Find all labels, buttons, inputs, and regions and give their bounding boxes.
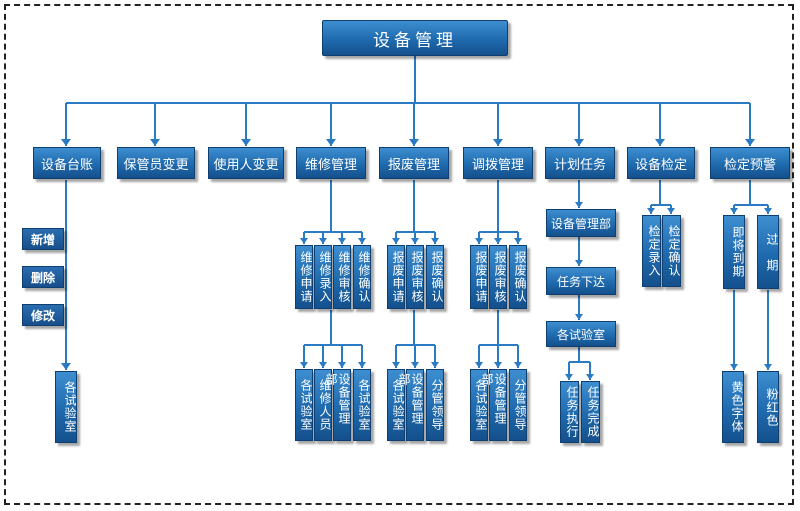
category-scrap: 报废管理 — [379, 147, 449, 179]
repair-step-4: 维修确认 — [353, 245, 371, 309]
category-verify: 设备检定 — [627, 147, 695, 179]
warning-overdue: 过 期 — [757, 215, 779, 289]
root-node: 设备管理 — [322, 20, 508, 56]
scrap-step-2: 报废审核 — [406, 245, 424, 309]
ledger-edit: 修改 — [22, 304, 64, 326]
category-custodian-change: 保管员变更 — [117, 147, 195, 179]
transfer-role-3: 分管领导 — [509, 369, 527, 441]
scrap-step-1: 报废申请 — [387, 245, 405, 309]
category-ledger: 设备台账 — [33, 147, 101, 179]
ledger-lab: 各试验室 — [55, 371, 77, 443]
repair-step-1: 维修申请 — [295, 245, 313, 309]
transfer-role-1: 各试验室 — [470, 369, 488, 441]
warning-pink: 粉红色 — [757, 371, 779, 443]
category-plan: 计划任务 — [545, 147, 615, 179]
category-repair: 维修管理 — [296, 147, 366, 179]
repair-role-3: 设备管理部 — [324, 369, 351, 441]
transfer-step-2: 报废审核 — [489, 245, 507, 309]
scrap-role-3: 分管领导 — [426, 369, 444, 441]
scrap-step-3: 报废确认 — [426, 245, 444, 309]
plan-assign: 任务下达 — [546, 267, 616, 295]
category-warning: 检定预警 — [710, 147, 790, 179]
plan-labs: 各试验室 — [546, 321, 616, 347]
verify-entry: 检定录入 — [642, 215, 661, 287]
transfer-step-1: 报废申请 — [470, 245, 488, 309]
transfer-step-3: 报废确认 — [509, 245, 527, 309]
repair-role-2: 维修人员 — [314, 369, 332, 441]
scrap-role-2: 设备管理部 — [397, 369, 424, 441]
repair-step-3: 维修审核 — [333, 245, 351, 309]
dashed-frame — [4, 4, 794, 505]
transfer-role-2: 设备管理部 — [480, 369, 507, 441]
plan-equipment-dept: 设备管理部 — [546, 209, 616, 237]
category-transfer: 调拨管理 — [463, 147, 533, 179]
ledger-add: 新增 — [22, 228, 64, 250]
category-user-change: 使用人变更 — [208, 147, 284, 179]
warning-due-soon: 即将到期 — [723, 215, 745, 289]
repair-step-2: 维修录入 — [314, 245, 332, 309]
plan-execute: 任务执行 — [560, 381, 579, 443]
repair-role-1: 各试验室 — [295, 369, 313, 441]
warning-yellow-font: 黄色字体 — [722, 371, 744, 443]
ledger-delete: 删除 — [22, 266, 64, 288]
plan-complete: 任务完成 — [581, 381, 600, 443]
verify-confirm: 检定确认 — [662, 215, 681, 287]
repair-role-4: 各试验室 — [353, 369, 371, 441]
scrap-role-1: 各试验室 — [387, 369, 405, 441]
